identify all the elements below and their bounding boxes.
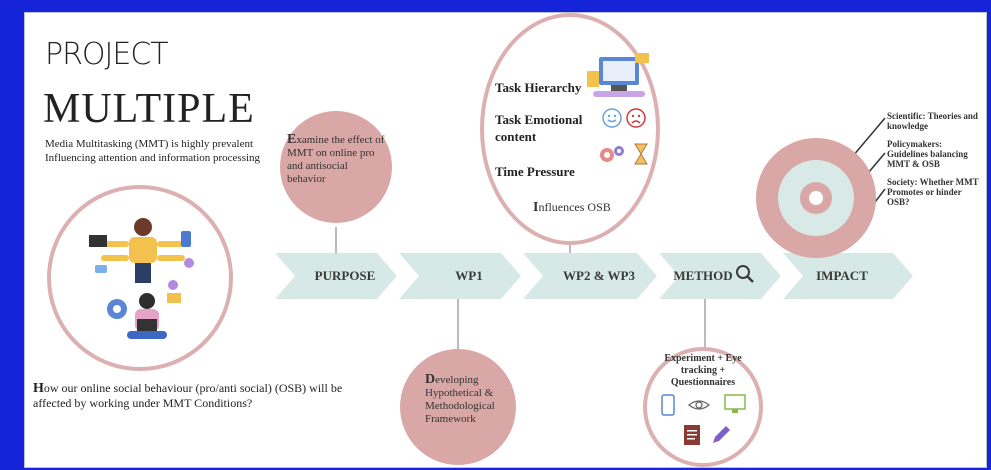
- wp2-footer-initial: I: [533, 200, 539, 215]
- task-hierarchy-icon: [587, 53, 649, 97]
- research-question: How our online social behaviour (pro/ant…: [33, 381, 363, 411]
- sad-face-icon: [626, 108, 646, 128]
- wp2-footer-body: nfluences OSB: [538, 200, 611, 214]
- wp2-item-time: Time Pressure: [495, 164, 575, 179]
- target-icon: [756, 138, 876, 258]
- wp2-circle: [480, 13, 660, 245]
- gears-icon: [600, 146, 624, 162]
- arrow-wp1: [399, 253, 521, 299]
- arrow-label-method: METHOD: [673, 268, 733, 283]
- project-title-line1: PROJECT: [45, 37, 169, 72]
- arrow-label-wp2-wp3: WP2 & WP3: [563, 268, 635, 283]
- search-icon: [736, 265, 754, 283]
- eye-icon: [687, 400, 711, 410]
- method-text: Experiment + Eye tracking + Questionnair…: [664, 353, 742, 388]
- question-text: ow our online social behaviour (pro/anti…: [33, 381, 343, 410]
- wp1-initial: D: [425, 372, 436, 387]
- impact-society: Society: Whether MMT Promotes or hinder …: [887, 177, 979, 207]
- wp2-footer: Influences OSB: [533, 200, 611, 215]
- multitasking-person-icon: [89, 218, 194, 339]
- arrow-label-purpose: PURPOSE: [314, 268, 376, 283]
- purpose-circle: [280, 111, 392, 223]
- smiley-icon: [602, 108, 622, 128]
- impact-scientific: Scientific: Theories and knowledge: [887, 111, 978, 131]
- method-circle: [643, 347, 763, 467]
- pencil-icon: [713, 426, 730, 443]
- monitor-icon: [724, 394, 746, 413]
- hourglass-icon: [634, 143, 648, 165]
- wp2-item-hierarchy: Task Hierarchy: [495, 80, 582, 95]
- arrow-label-wp1: WP1: [455, 268, 483, 283]
- arrow-label-impact: IMPACT: [816, 268, 868, 283]
- arrow-impact: [783, 253, 913, 299]
- purpose-body: xamine the effect of MMT on online pro a…: [287, 134, 385, 185]
- arrow-wp2-wp3: [523, 253, 657, 299]
- illustration-circle: [47, 185, 233, 371]
- purpose-initial: E: [287, 132, 297, 147]
- arrow-band: [275, 253, 913, 299]
- purpose-text: Examine the effect of MMT on online pro …: [287, 133, 389, 186]
- intro-text: Media Multitasking (MMT) is highly preva…: [45, 138, 261, 164]
- wp1-text: Developing Hypothetical & Methodological…: [425, 373, 507, 426]
- document-icon: [684, 425, 700, 445]
- arrow-purpose: [275, 253, 397, 299]
- wp1-body: eveloping Hypothetical & Methodological …: [425, 374, 495, 425]
- wp2-item-emotional: Task Emotional content: [495, 112, 583, 144]
- infographic-panel: PROJECT MULTIPLE Media Multitasking (MMT…: [24, 12, 987, 468]
- question-initial: H: [33, 381, 44, 396]
- arrow-method: [659, 253, 781, 299]
- project-title-line2: MULTIPLE: [43, 86, 255, 132]
- impact-policymakers: Policymakers: Guidelines balancing MMT &…: [887, 139, 968, 169]
- wp1-circle: [400, 349, 516, 465]
- phone-icon: [661, 394, 675, 416]
